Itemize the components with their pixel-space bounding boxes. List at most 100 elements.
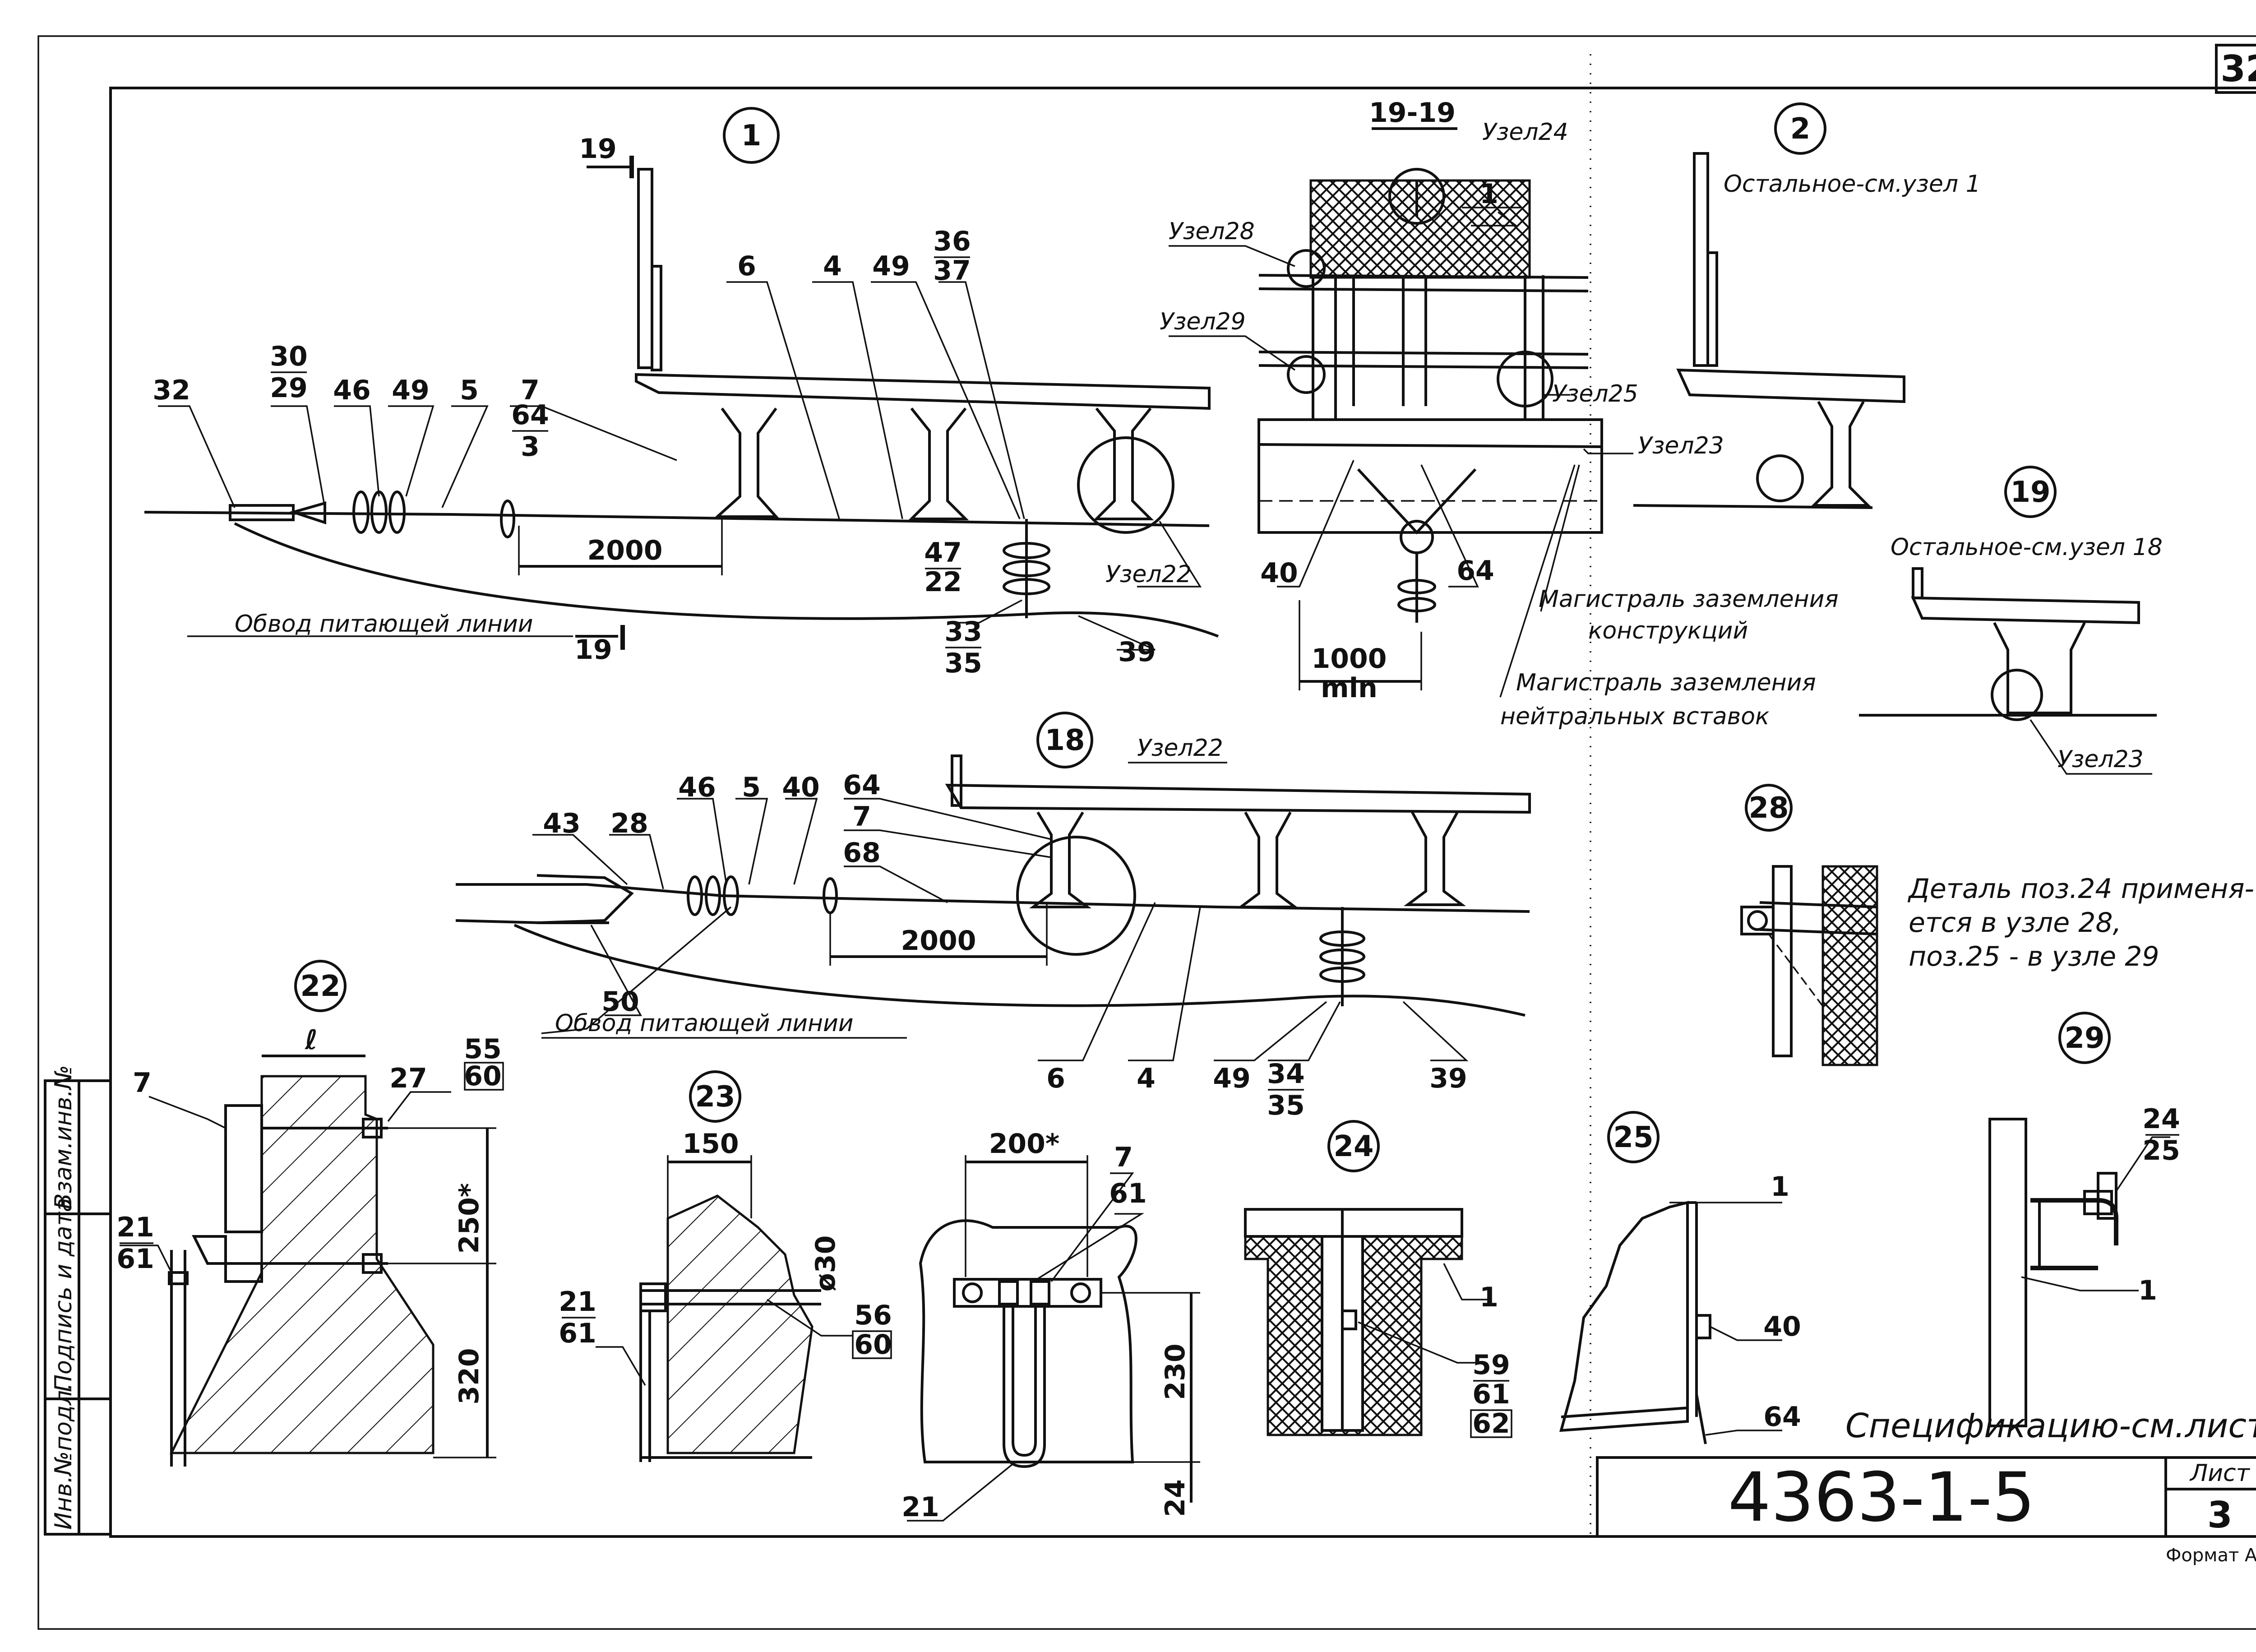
inv-orig-label: Инв.№подл.: [50, 1383, 77, 1530]
section-node25: Узел25: [1552, 380, 1638, 407]
ground-structures-1: Магистраль заземления: [1539, 586, 1839, 613]
node-22-detail: 22 ℓ 250* 320 55 60 27 7 21 61: [116, 960, 504, 1467]
u-bolt-dim-230: 230: [1160, 1343, 1191, 1400]
node-18-marker: 18: [1045, 724, 1085, 757]
node-19-note: Остальное-см.узел 18: [1891, 534, 2163, 561]
node-25-pos-64: 64: [1763, 1401, 1801, 1433]
node-22-dim-320: 320: [453, 1348, 485, 1404]
node-18-detail: 18 Узел22 2000: [455, 712, 1531, 1121]
node-18-callout: Узел22: [1137, 735, 1223, 762]
section-body: [1309, 179, 1531, 279]
n1-pos-4: 4: [823, 250, 842, 282]
node-23-dim-150: 150: [682, 1128, 739, 1160]
dim-1000: 1000: [1312, 643, 1387, 675]
node-22-dim-250: 250*: [453, 1183, 485, 1254]
n18-pos-46: 46: [678, 772, 716, 803]
node-28-detail: 28 Деталь поз.24 применя- ется в узле 28…: [1740, 784, 2254, 1066]
node-23-pos-56: 56: [854, 1300, 892, 1331]
sheet-number: 3: [2207, 1494, 2233, 1536]
node-22-pos-60: 60: [464, 1060, 502, 1092]
node-23-pos-21: 21: [559, 1286, 596, 1318]
n18-pos-40: 40: [782, 772, 820, 803]
node-28-note-3: поз.25 - в узле 29: [1909, 941, 2159, 972]
node-29-pos-24: 24: [2142, 1103, 2180, 1135]
n1-pos-32: 32: [153, 375, 190, 406]
n1-pos-33: 33: [944, 616, 982, 648]
u-bolt-pos-7: 7: [1114, 1142, 1133, 1173]
n18-pos-6: 6: [1046, 1063, 1065, 1094]
n1-pos-29: 29: [270, 372, 308, 404]
node-22-marker: 22: [300, 970, 340, 1003]
u-bolt-dim-24: 24: [1160, 1479, 1191, 1517]
node-23-dim-30: ø30: [810, 1236, 841, 1292]
n1-pos-49: 49: [392, 375, 430, 406]
node-28-note-1: Деталь поз.24 применя-: [1907, 873, 2254, 905]
page-number: 32: [2220, 48, 2256, 90]
node-29-marker: 29: [2064, 1022, 2104, 1055]
spec-note: Спецификацию-см.лист 6: [1845, 1407, 2256, 1445]
n18-pos-43: 43: [543, 808, 581, 839]
node-25-detail: 25 1 40 64: [1559, 1111, 1801, 1444]
node-23-pos-60: 60: [854, 1329, 892, 1360]
sheet-label: Лист: [2189, 1460, 2250, 1487]
node-24-pos-59: 59: [1472, 1349, 1510, 1381]
node-1-dim-2000: 2000: [587, 535, 663, 566]
node-22-dim-l: ℓ: [305, 1024, 318, 1056]
document-code: 4363-1-5: [1728, 1458, 2035, 1537]
n1-pos-3: 3: [521, 431, 540, 463]
sign-date-label: Подпись и дата: [50, 1198, 77, 1392]
n1-pos-7: 7: [521, 375, 540, 406]
node-1-bypass-ref: 19: [574, 634, 612, 666]
node-22-pos-61: 61: [116, 1243, 154, 1275]
n18-pos-49: 49: [1213, 1063, 1251, 1094]
n1-pos-22: 22: [924, 566, 962, 598]
section-node23: Узел23: [1638, 432, 1724, 459]
node-1-callout-node22: Узел22: [1105, 561, 1192, 588]
node-24-detail: 24 1 59 61 62: [1244, 1120, 1512, 1439]
section-node28: Узел28: [1169, 218, 1255, 245]
n1-pos-39: 39: [1118, 636, 1156, 668]
section-pos-64: 64: [1456, 555, 1494, 587]
node-25-marker: 25: [1613, 1121, 1653, 1154]
node-22-pos-27: 27: [389, 1063, 427, 1094]
node-25-pos-40: 40: [1763, 1311, 1801, 1342]
u-bolt-pos-21: 21: [901, 1491, 939, 1523]
section-pos-40: 40: [1260, 557, 1298, 589]
n18-pos-39: 39: [1429, 1063, 1467, 1094]
section-19-19: 19-19 Узел24 1000 min: [1160, 97, 1839, 730]
inv-dup-label: Взам.инв.№: [50, 1065, 77, 1209]
page-number-box: [2215, 44, 2256, 94]
title-block: 4363-1-5 Лист 3 Формат А3 Спецификацию-с…: [1596, 1407, 2256, 1566]
node-1-marker-circle: [723, 107, 780, 164]
node-28-note-2: ется в узле 28,: [1909, 907, 2122, 939]
n1-pos-35: 35: [944, 648, 982, 679]
node-22-pos-21: 21: [116, 1212, 154, 1243]
node-23-detail: 23 150 ø30 21 61 56 60: [559, 1070, 892, 1462]
n18-pos-35: 35: [1267, 1090, 1305, 1121]
n1-pos-5: 5: [460, 375, 479, 406]
node-2-marker: 2: [1790, 112, 1811, 146]
node-18-bypass-caption: Обвод питающей линии: [555, 1010, 854, 1037]
n18-pos-4: 4: [1137, 1063, 1156, 1094]
node-29-pos-1: 1: [2138, 1275, 2157, 1306]
node-1-detail: 1 19: [144, 107, 1219, 679]
n18-pos-50: 50: [601, 986, 639, 1018]
n1-pos-36: 36: [933, 226, 971, 257]
node-24-marker: 24: [1333, 1130, 1373, 1163]
node-24-pos-1: 1: [1479, 1282, 1498, 1313]
n18-pos-64: 64: [843, 769, 881, 801]
n18-pos-7: 7: [852, 801, 871, 833]
node-23-marker: 23: [695, 1080, 735, 1114]
n1-pos-46: 46: [333, 375, 371, 406]
node-19-callout: Узел23: [2057, 746, 2144, 773]
node-1-marker: 1: [741, 119, 762, 153]
node-29-detail: 29 24 25 1: [1988, 1012, 2180, 1427]
n1-pos-64: 64: [511, 399, 549, 431]
node-2-detail: 2 Остальное-см.узел 1: [1633, 102, 1981, 509]
node-23-pos-61: 61: [559, 1318, 596, 1349]
node-29-pos-25: 25: [2142, 1135, 2180, 1166]
n18-pos-5: 5: [742, 772, 761, 803]
ground-neutral-1: Магистраль заземления: [1516, 669, 1816, 696]
section-node29: Узел29: [1160, 308, 1246, 335]
